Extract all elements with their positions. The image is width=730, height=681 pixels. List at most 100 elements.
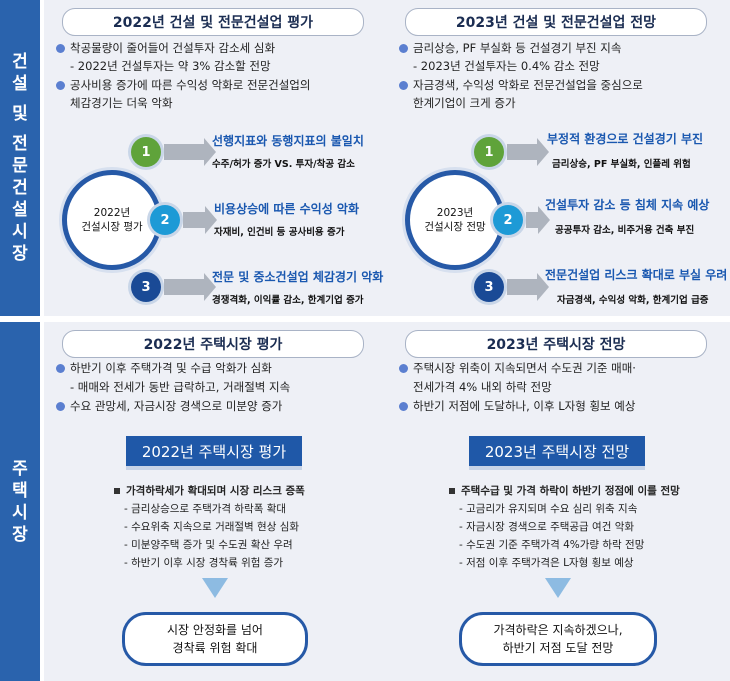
- section-title: 2023년 주택시장 전망: [405, 330, 707, 358]
- side-char: 설: [12, 200, 28, 220]
- bullet: 수요 관망세, 자금시장 경색으로 미분양 증가: [56, 398, 282, 415]
- detail-list: 주택수급 및 가격 하락이 하반기 정점에 이를 전망 - 고금리가 유지되며 …: [449, 482, 680, 572]
- bullet-dot-icon: [399, 402, 408, 411]
- bullet: 금리상승, PF 부실화 등 건설경기 부진 지속: [399, 40, 621, 57]
- side-char: 전: [12, 134, 28, 154]
- sub-bullet: - 매매와 전세가 동반 급락하고, 거래절벽 지속: [70, 380, 291, 394]
- section-title: 2022년 주택시장 평가: [62, 330, 364, 358]
- side-label-housing: 주 택 시 장: [0, 322, 40, 681]
- bullet-dot-icon: [56, 402, 65, 411]
- side-char: 설: [12, 74, 28, 94]
- bullet-text: 하반기 저점에 도달하나, 이후 L자형 횡보 예상: [413, 399, 636, 413]
- step-number: 2: [150, 205, 180, 235]
- sub-bullet: - 2023년 건설투자는 0.4% 감소 전망: [413, 59, 600, 73]
- arrow-icon: [507, 138, 549, 166]
- side-char: 장: [12, 524, 28, 545]
- step-number: 3: [474, 272, 504, 302]
- step-number: 1: [131, 137, 161, 167]
- list-head-text: 주택수급 및 가격 하락이 하반기 정점에 이를 전망: [461, 485, 680, 497]
- square-bullet-icon: [449, 488, 455, 494]
- housing-right: 2023년 주택시장 전망 주택시장 위축이 지속되면서 수도권 기준 매매· …: [387, 322, 730, 681]
- bullet-text: 하반기 이후 주택가격 및 수급 악화가 심화: [70, 361, 272, 375]
- side-label-construction: 건 설 및 전 문 건 설 시 장: [0, 0, 40, 316]
- arrow-icon: [164, 273, 216, 301]
- list-item: - 자금시장 경색으로 주택공급 여건 악화: [459, 521, 635, 533]
- item-sub: 수주/허가 증가 VS. 투자/착공 감소: [212, 159, 355, 170]
- conclusion-line: 가격하락은 지속하겠으나,: [493, 623, 623, 637]
- arrow-icon: [183, 206, 217, 234]
- summary-banner: 2023년 주택시장 전망: [469, 436, 645, 466]
- side-char: 문: [12, 156, 28, 176]
- arrow-icon: [526, 206, 550, 234]
- list-item: - 수요위축 지속으로 거래절벽 현상 심화: [124, 521, 300, 533]
- bullet: 자금경색, 수익성 악화로 전문건설업을 중심으로: [399, 77, 643, 94]
- bullet-text: 공사비용 증가에 따른 수익성 악화로 전문건설업의: [70, 78, 311, 92]
- bullet-text: 금리상승, PF 부실화 등 건설경기 부진 지속: [413, 41, 622, 55]
- list-item: - 저점 이후 주택가격은 L자형 횡보 예상: [459, 557, 634, 569]
- bullet-cont: 한계기업이 크게 증가: [413, 96, 516, 110]
- ring-line: 2023년: [436, 207, 474, 219]
- bullet-cont: 전세가격 4% 내외 하락 전망: [413, 380, 552, 394]
- list-head-text: 가격하락세가 확대되며 시장 리스크 증폭: [126, 485, 305, 497]
- ring-line: 2022년: [93, 207, 131, 219]
- bullet-dot-icon: [56, 81, 65, 90]
- sub-bullet: - 2022년 건설투자는 약 3% 감소할 전망: [70, 59, 271, 73]
- ring-line: 건설시장 전망: [424, 221, 486, 233]
- conclusion-pill: 시장 안정화를 넘어 경착륙 위험 확대: [122, 612, 308, 666]
- list-head: 주택수급 및 가격 하락이 하반기 정점에 이를 전망: [449, 482, 680, 500]
- summary-banner: 2022년 주택시장 평가: [126, 436, 302, 466]
- bullet-dot-icon: [399, 364, 408, 373]
- list-item: - 금리상승으로 주택가격 하락폭 확대: [124, 503, 287, 515]
- side-char: 시: [12, 222, 28, 242]
- conclusion-line: 시장 안정화를 넘어: [167, 623, 263, 637]
- section-title: 2023년 건설 및 전문건설업 전망: [405, 8, 707, 36]
- arrow-icon: [507, 273, 549, 301]
- conclusion-pill: 가격하락은 지속하겠으나, 하반기 저점 도달 전망: [459, 612, 657, 666]
- step-number: 3: [131, 272, 161, 302]
- construction-right: 2023년 건설 및 전문건설업 전망 금리상승, PF 부실화 등 건설경기 …: [387, 0, 730, 316]
- bullet-dot-icon: [56, 364, 65, 373]
- ring-line: 건설시장 평가: [81, 221, 143, 233]
- bullet-text: 주택시장 위축이 지속되면서 수도권 기준 매매·: [413, 361, 636, 375]
- side-char: 건: [12, 178, 28, 198]
- item-title: 비용상승에 따른 수익성 악화: [214, 202, 360, 216]
- bullet: 주택시장 위축이 지속되면서 수도권 기준 매매·: [399, 360, 636, 377]
- construction-left: 2022년 건설 및 전문건설업 평가 착공물량이 줄어들어 건설투자 감소세 …: [44, 0, 387, 316]
- side-char: 건: [12, 52, 28, 72]
- bullet-text: 수요 관망세, 자금시장 경색으로 미분양 증가: [70, 399, 283, 413]
- bullet: 공사비용 증가에 따른 수익성 악화로 전문건설업의: [56, 77, 310, 94]
- step-number: 2: [493, 205, 523, 235]
- side-char: 택: [12, 480, 28, 501]
- housing-left: 2022년 주택시장 평가 하반기 이후 주택가격 및 수급 악화가 심화 - …: [44, 322, 387, 681]
- list-item: - 고금리가 유지되며 수요 심리 위축 지속: [459, 503, 638, 515]
- item-sub: 경쟁격화, 이익률 감소, 한계기업 증가: [212, 295, 364, 306]
- bullet-cont: 체감경기는 더욱 악화: [70, 96, 173, 110]
- item-title: 건설투자 감소 등 침체 지속 예상: [545, 198, 710, 212]
- conclusion-line: 하반기 저점 도달 전망: [502, 641, 614, 655]
- bullet-dot-icon: [399, 81, 408, 90]
- section-title: 2022년 건설 및 전문건설업 평가: [62, 8, 364, 36]
- list-item: - 미분양주택 증가 및 수도권 확산 우려: [124, 539, 293, 551]
- arrow-icon: [164, 138, 216, 166]
- item-title: 부정적 환경으로 건설경기 부진: [547, 132, 704, 146]
- side-char: 주: [12, 458, 28, 479]
- item-title: 전문 및 중소건설업 체감경기 악화: [212, 270, 384, 284]
- bullet: 하반기 저점에 도달하나, 이후 L자형 횡보 예상: [399, 398, 635, 415]
- item-sub: 공공투자 감소, 비주거용 건축 부진: [555, 225, 695, 236]
- bullet-text: 자금경색, 수익성 악화로 전문건설업을 중심으로: [413, 78, 643, 92]
- list-head: 가격하락세가 확대되며 시장 리스크 증폭: [114, 482, 305, 500]
- center-ring: 2023년 건설시장 전망: [405, 170, 505, 270]
- center-ring: 2022년 건설시장 평가: [62, 170, 162, 270]
- item-title: 전문건설업 리스크 확대로 부실 우려: [545, 268, 728, 282]
- square-bullet-icon: [114, 488, 120, 494]
- bullet-text: 착공물량이 줄어들어 건설투자 감소세 심화: [70, 41, 276, 55]
- side-char: 및: [12, 104, 28, 124]
- item-sub: 자금경색, 수익성 악화, 한계기업 급증: [557, 295, 709, 306]
- bullet-dot-icon: [56, 44, 65, 53]
- bullet-dot-icon: [399, 44, 408, 53]
- list-item: - 하반기 이후 시장 경착륙 위험 증가: [124, 557, 284, 569]
- step-number: 1: [474, 137, 504, 167]
- item-sub: 금리상승, PF 부실화, 인플레 위험: [552, 159, 691, 170]
- side-char: 장: [12, 244, 28, 264]
- item-title: 선행지표와 동행지표의 불일치: [212, 134, 364, 148]
